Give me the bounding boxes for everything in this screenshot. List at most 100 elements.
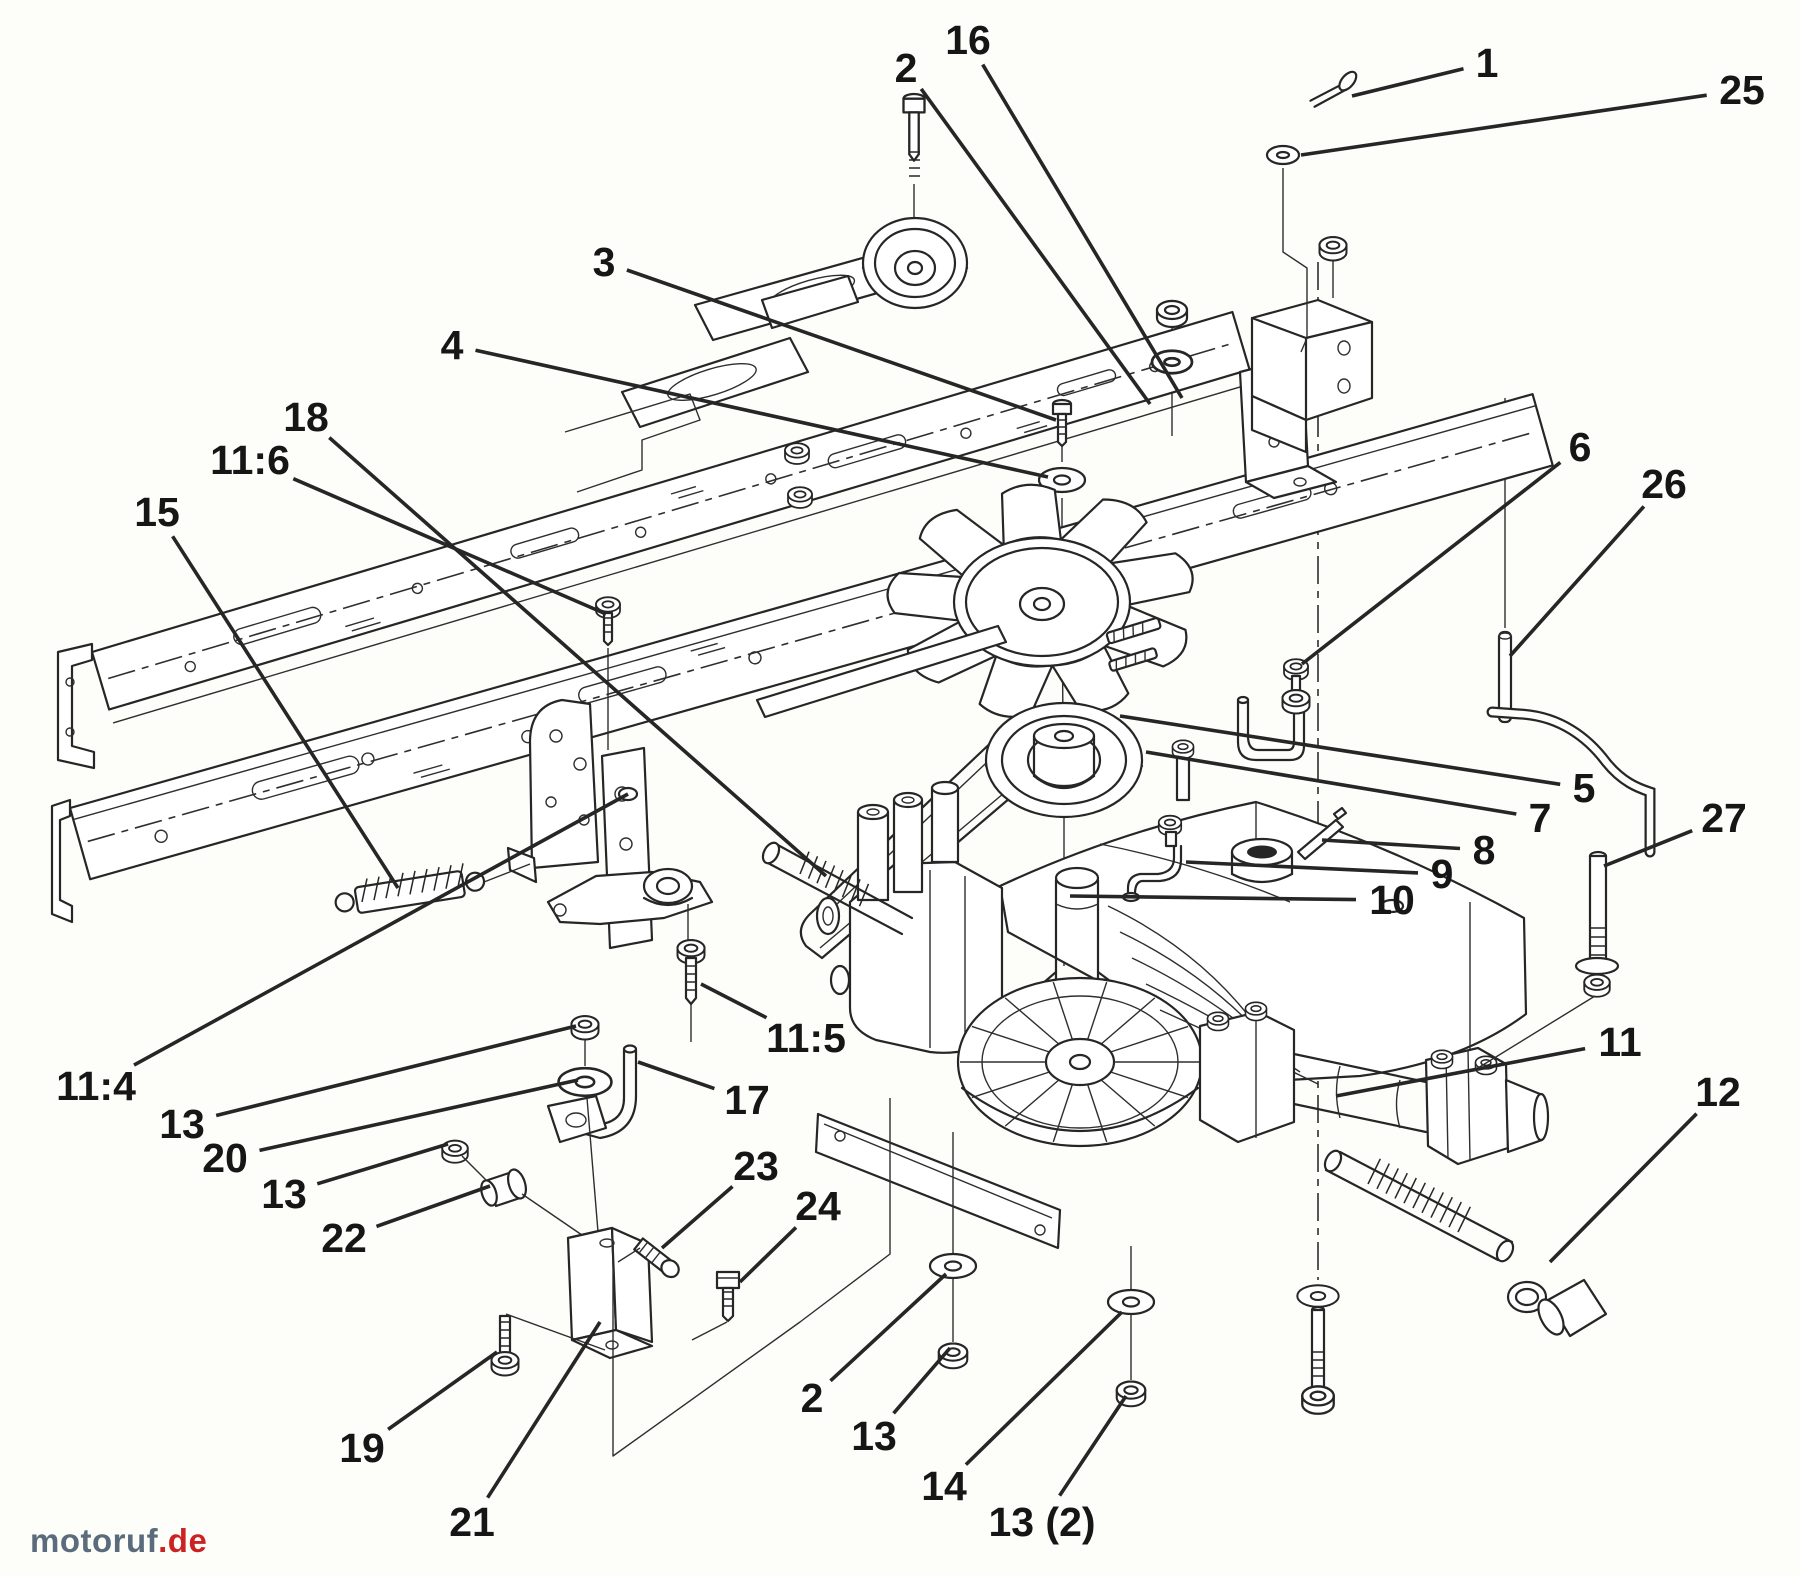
callout-label-7: 18 [283,394,329,440]
fan-blade [886,571,966,622]
callout-leader-15 [637,1060,715,1091]
arch-bracket [528,698,600,870]
rod-end-8 [1296,806,1348,861]
callout-leader-33 [1335,1046,1586,1098]
callout-leader-2 [1300,93,1707,157]
frame-nut-1 [784,442,810,465]
callout-leader-31 [1069,894,1357,902]
callout-leader-34 [1548,1112,1698,1264]
bolt-11-5 [676,939,706,1006]
callout-label-20: 21 [449,1499,495,1545]
bolt-11-6 [595,596,621,647]
callout-label-21: 2 [801,1375,824,1421]
j-rod-17 [546,1044,638,1144]
hydro-cooling-wheel [956,866,1319,1148]
callout-leader-16 [700,982,768,1020]
callout-label-27: 5 [1573,765,1596,811]
callout-label-28: 7 [1529,795,1552,841]
washer-14 [1106,1288,1156,1316]
bolt-24 [715,1270,741,1323]
callout-leader-14 [375,1184,491,1229]
callout-leader-1 [1351,66,1464,98]
callout-label-14: 22 [321,1215,367,1261]
callout-label-16: 11:5 [766,1015,846,1061]
callout-label-13: 13 [261,1171,307,1217]
vent-hole [1379,898,1405,914]
callout-leader-7 [328,436,828,878]
callout-label-23: 14 [921,1463,967,1509]
callout-label-32: 27 [1701,795,1747,841]
callout-leader-23 [964,1310,1124,1466]
watermark: motoruf.de [30,1522,207,1560]
callout-leader-6 [475,348,1049,479]
callout-label-12: 20 [202,1135,248,1181]
watermark-name: motoruf [30,1522,159,1559]
guide-bolt-6 [1281,658,1311,715]
frame-cross-plates [564,246,918,493]
fan-bolt [1051,398,1073,448]
lower-fasteners [928,1132,1340,1415]
transmission-pulley [984,701,1144,819]
idler-pulley [861,216,969,310]
callout-label-15: 17 [724,1077,770,1123]
callout-label-2: 25 [1719,67,1765,113]
callout-label-5: 3 [593,239,616,285]
callout-label-26: 26 [1641,461,1687,507]
callout-label-24: 13 (2) [988,1499,1095,1545]
idler-pulley-assembly [861,92,969,310]
callout-leader-5 [626,268,1057,422]
callout-leader-4 [919,87,1152,406]
callout-leader-17 [660,1185,734,1250]
callout-leader-19 [387,1350,499,1431]
flat-washer-25 [1265,144,1301,166]
rear-rail [90,310,1254,724]
frame-nut-2 [787,486,813,509]
square-key-bar [755,624,1008,719]
callout-leader-27 [1119,714,1561,787]
callout-label-31: 10 [1369,877,1415,923]
axle-bushing [1537,1278,1608,1338]
callout-leader-22 [892,1346,952,1415]
callout-leader-21 [829,1272,948,1383]
washer-rear [1296,1284,1340,1308]
callout-leader-9 [171,535,400,889]
channel-bracket [1250,298,1374,422]
housing-stud [1171,739,1195,802]
fan-blade [1000,483,1062,547]
linkage-parts [1121,630,1656,1069]
idler-arm [546,867,714,926]
mount-nut [1318,236,1348,262]
callout-label-9: 15 [134,489,180,535]
cotter-pin [1309,70,1358,108]
shift-rod [1486,706,1656,858]
callout-leader-30 [1185,860,1419,875]
callout-label-25: 6 [1569,424,1592,470]
transaxle [761,739,1550,1250]
callout-leader-25 [1300,460,1562,666]
callout-leader-26 [1508,505,1646,658]
callout-label-8: 11:6 [210,437,290,483]
callout-leader-29 [1321,838,1461,851]
front-rail-end-cap [50,798,74,924]
callout-label-3: 16 [945,17,991,63]
frame-rails [50,246,1554,924]
idler-bolt [902,92,926,162]
callout-leader-11 [215,1024,577,1118]
callout-label-22: 13 [851,1413,897,1459]
bottom-plate [814,1112,1062,1250]
axle-housing [1198,1001,1550,1166]
callout-leader-13 [316,1142,449,1186]
rod-cotter-pin-parts [1265,70,1358,353]
callout-label-11: 13 [159,1101,205,1147]
pump-cylinders [815,780,960,996]
phantom-outline [612,1098,891,1457]
cooling-fan [886,483,1194,718]
callout-leader-28 [1145,750,1517,816]
tension-spring [334,863,531,914]
rear-rail-end-cap [56,642,96,770]
oil-fill-plug [1230,837,1294,884]
callout-label-34: 12 [1695,1069,1741,1115]
callout-label-19: 19 [339,1425,385,1471]
